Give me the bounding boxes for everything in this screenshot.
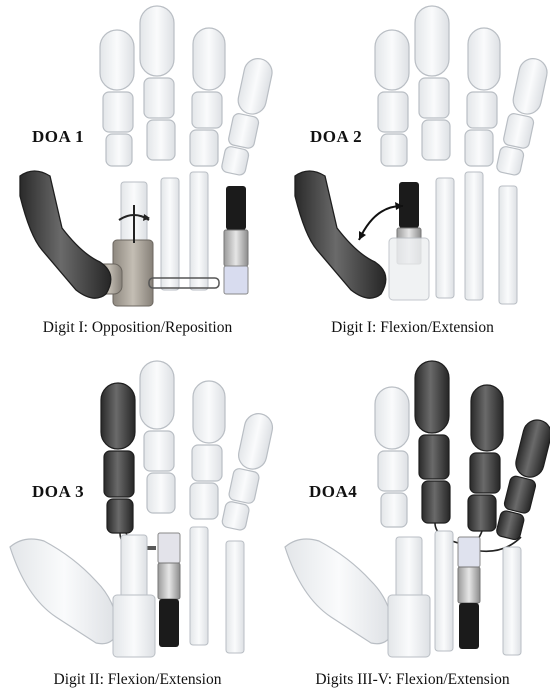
doa-label: DOA 2 [310,127,362,147]
finger-index-ghost [375,387,409,527]
active-actuator [224,186,248,294]
base-mechanism-ghost [388,595,430,657]
shaft-4 [226,541,244,653]
shaft-3 [190,172,208,290]
panel-caption: Digits III-V: Flexion/Extension [275,671,550,689]
doa2-hand-illustration [275,0,550,346]
thumb-ghost [10,539,118,644]
shaft-2 [436,178,454,298]
shaft-3 [190,527,208,645]
finger-ring-active [468,385,503,531]
finger-ring-ghost [190,381,225,519]
finger-index-ghost [100,30,134,166]
panel-doa3: DOA 3 Digit II: Flexion/Extension [0,347,275,693]
doa3-hand-illustration [0,347,275,693]
shaft-2 [435,531,453,651]
thumb-active [20,171,111,298]
shaft-3 [465,172,483,300]
active-actuator [458,537,480,649]
doa-label: DOA 1 [32,127,84,147]
panel-caption: Digit II: Flexion/Extension [0,671,275,689]
panel-doa1: DOA 1 Digit I: Opposition/Reposition [0,0,275,346]
thumb-ghost [285,539,393,644]
panel-doa4: DOA4 Digits III-V: Flexion/Extension [275,347,550,693]
finger-index-ghost [375,30,409,166]
shaft-4 [499,186,517,304]
finger-ring-ghost [465,28,500,166]
finger-middle-ghost [415,6,450,160]
base-mechanism-ghost [113,595,155,657]
shaft-4 [503,547,521,655]
finger-middle-active [415,361,450,523]
doa4-hand-illustration [275,347,550,693]
shaft-2 [161,178,179,290]
finger-little-ghost [221,56,275,178]
finger-ring-ghost [190,28,225,166]
finger-index-active [101,383,135,533]
finger-middle-ghost [140,6,175,160]
panel-caption: Digit I: Opposition/Reposition [0,319,275,337]
doa-label: DOA4 [309,482,357,502]
finger-little-ghost [221,411,275,533]
finger-little-active [496,417,550,543]
finger-middle-ghost [140,361,175,513]
active-actuator [389,182,429,300]
panel-doa2: DOA 2 Digit I: Flexion/Extension [275,0,550,346]
active-actuator [158,533,180,647]
doa1-hand-illustration [0,0,275,346]
finger-little-ghost [496,56,550,178]
doa-label: DOA 3 [32,482,84,502]
panel-caption: Digit I: Flexion/Extension [275,319,550,337]
thumb-active [295,171,386,298]
